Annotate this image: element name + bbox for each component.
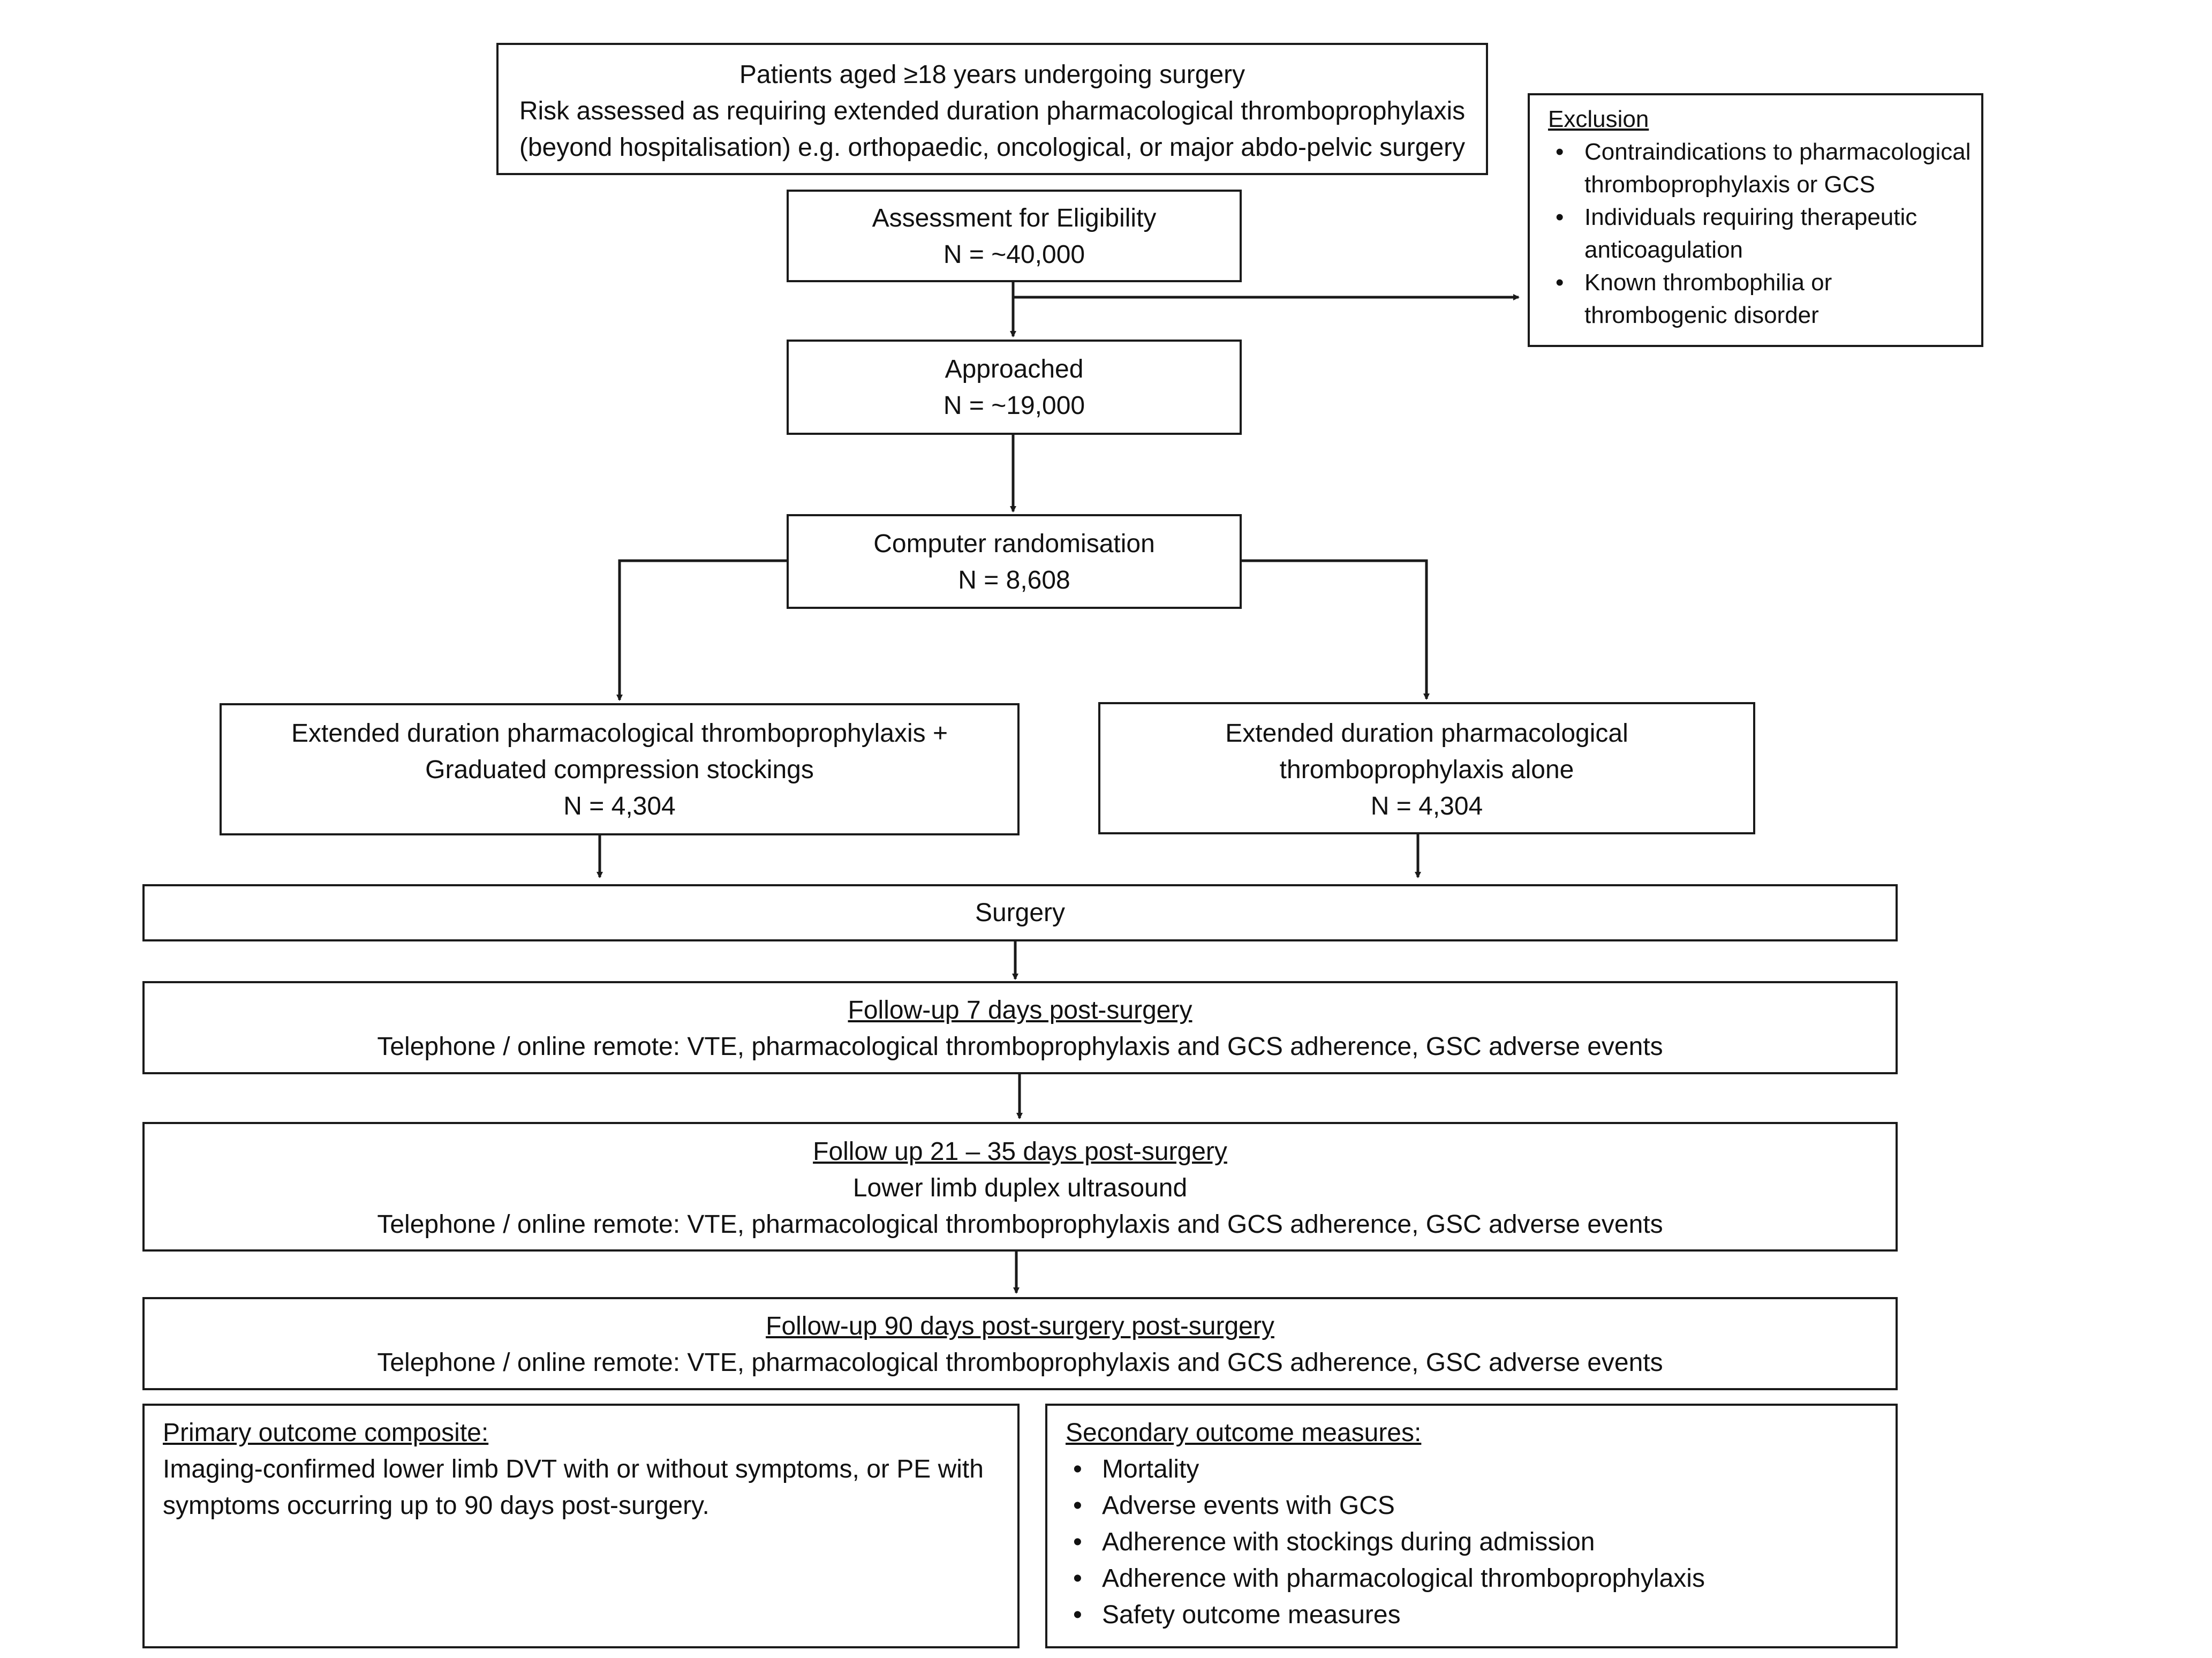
surgery-label: Surgery — [975, 899, 1066, 927]
secondary-outcome-item: Adverse events with GCS — [1066, 1488, 1896, 1524]
followup-21-heading: Follow up 21 – 35 days post-surgery — [813, 1137, 1227, 1166]
surgery-box: Surgery — [142, 884, 1898, 941]
arm-gcs-line-2: Graduated compression stockings — [425, 756, 814, 784]
arm-gcs-count: N = 4,304 — [563, 792, 676, 820]
exclusion-box: Exclusion Contraindications to pharmacol… — [1528, 93, 1983, 347]
followup-90-box: Follow-up 90 days post-surgery post-surg… — [142, 1297, 1898, 1390]
inclusion-box: Patients aged ≥18 years undergoing surge… — [496, 43, 1488, 175]
secondary-outcome-heading: Secondary outcome measures: — [1066, 1419, 1422, 1447]
followup-7-box: Follow-up 7 days post-surgery Telephone … — [142, 981, 1898, 1074]
secondary-outcome-item: Adherence with stockings during admissio… — [1066, 1524, 1896, 1561]
exclusion-item-line: thromboprophylaxis or GCS — [1584, 171, 1875, 198]
exclusion-item: Known thrombophilia or thrombogenic diso… — [1548, 266, 1981, 331]
followup-7-text: Telephone / online remote: VTE, pharmaco… — [377, 1033, 1663, 1061]
arm-alone-line-1: Extended duration pharmacological — [1225, 719, 1628, 748]
arm-alone-count: N = 4,304 — [1370, 792, 1483, 820]
secondary-outcome-item: Safety outcome measures — [1066, 1597, 1896, 1633]
arm-gcs-box: Extended duration pharmacological thromb… — [220, 703, 1020, 835]
inclusion-line-2: Risk assessed as requiring extended dura… — [519, 97, 1466, 125]
followup-90-text: Telephone / online remote: VTE, pharmaco… — [377, 1348, 1663, 1377]
exclusion-item: Contraindications to pharmacological thr… — [1548, 135, 1981, 201]
followup-21-text: Telephone / online remote: VTE, pharmaco… — [377, 1210, 1663, 1239]
inclusion-line-1: Patients aged ≥18 years undergoing surge… — [739, 61, 1245, 89]
approached-box: Approached N = ~19,000 — [787, 340, 1242, 435]
exclusion-item-line: Known thrombophilia or — [1584, 269, 1832, 296]
arm-alone-line-2: thromboprophylaxis alone — [1279, 756, 1574, 784]
arm-alone-box: Extended duration pharmacological thromb… — [1098, 702, 1755, 834]
arrow-randomisation-to-arm-a — [616, 559, 787, 701]
exclusion-item-line: anticoagulation — [1584, 237, 1743, 263]
primary-outcome-heading: Primary outcome composite: — [163, 1419, 489, 1447]
secondary-outcome-item: Mortality — [1066, 1451, 1896, 1488]
exclusion-item-line: Contraindications to pharmacological — [1584, 139, 1971, 165]
exclusion-list: Contraindications to pharmacological thr… — [1548, 135, 1981, 331]
approached-label: Approached — [945, 355, 1084, 383]
primary-outcome-box: Primary outcome composite: Imaging-confi… — [142, 1404, 1020, 1648]
primary-outcome-line-2: symptoms occurring up to 90 days post-su… — [163, 1491, 709, 1520]
followup-90-heading: Follow-up 90 days post-surgery post-surg… — [766, 1312, 1274, 1340]
followup-7-heading: Follow-up 7 days post-surgery — [848, 996, 1192, 1024]
eligibility-count: N = ~40,000 — [943, 240, 1085, 269]
eligibility-label: Assessment for Eligibility — [872, 204, 1157, 232]
arrow-randomisation-to-arm-b — [1242, 559, 1430, 700]
approached-count: N = ~19,000 — [943, 391, 1085, 420]
exclusion-item-line: Individuals requiring therapeutic — [1584, 204, 1917, 230]
eligibility-box: Assessment for Eligibility N = ~40,000 — [787, 190, 1242, 282]
secondary-outcome-box: Secondary outcome measures: Mortality Ad… — [1045, 1404, 1898, 1648]
followup-21-box: Follow up 21 – 35 days post-surgery Lowe… — [142, 1122, 1898, 1252]
randomisation-count: N = 8,608 — [958, 566, 1070, 594]
primary-outcome-line-1: Imaging-confirmed lower limb DVT with or… — [163, 1455, 984, 1483]
exclusion-item: Individuals requiring therapeutic antico… — [1548, 201, 1981, 266]
randomisation-box: Computer randomisation N = 8,608 — [787, 514, 1242, 609]
secondary-outcome-item: Adherence with pharmacological thrombopr… — [1066, 1561, 1896, 1597]
arm-gcs-line-1: Extended duration pharmacological thromb… — [291, 719, 948, 748]
randomisation-label: Computer randomisation — [873, 530, 1155, 558]
followup-21-ultrasound: Lower limb duplex ultrasound — [852, 1174, 1188, 1202]
exclusion-item-line: thrombogenic disorder — [1584, 302, 1819, 328]
secondary-outcome-list: Mortality Adverse events with GCS Adhere… — [1066, 1451, 1896, 1633]
inclusion-line-3: (beyond hospitalisation) e.g. orthopaedi… — [519, 133, 1466, 162]
exclusion-heading: Exclusion — [1548, 106, 1649, 132]
